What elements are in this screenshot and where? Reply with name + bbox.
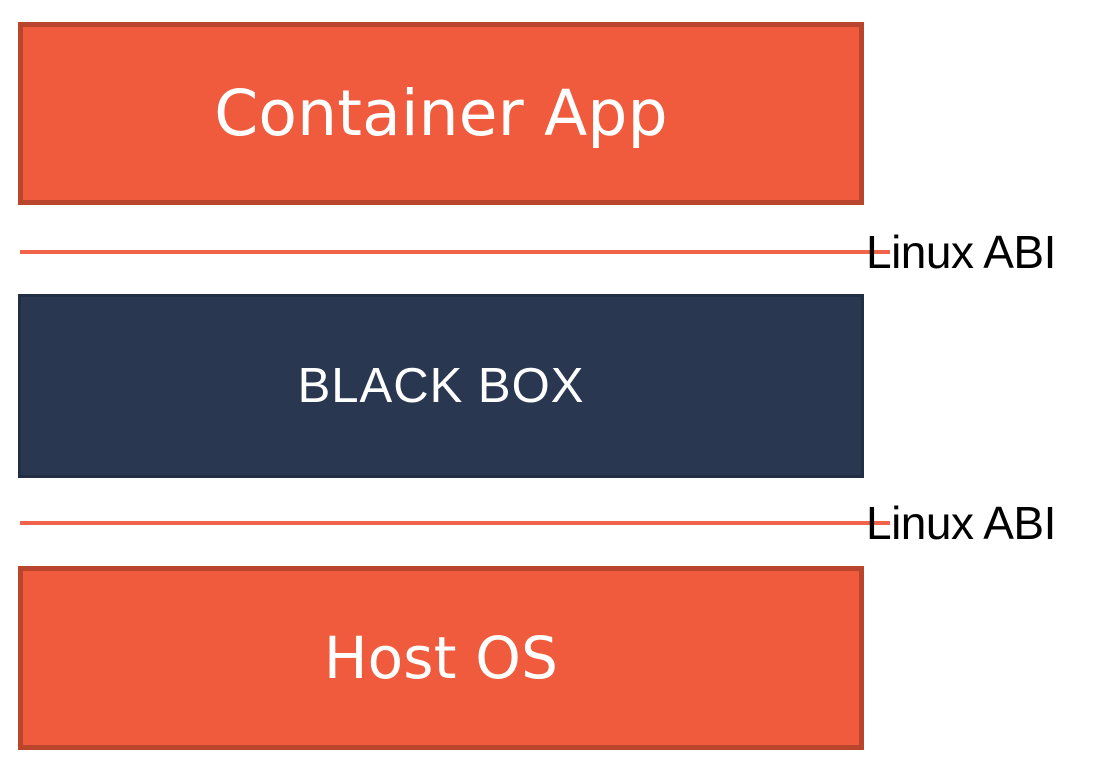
boundary-abi-lower: Linux ABI [0, 493, 1108, 553]
layer-label-host-os: Host OS [323, 624, 559, 692]
layer-box-container-app[interactable]: Container App [18, 22, 864, 205]
layer-box-host-os[interactable]: Host OS [18, 566, 864, 750]
boundary-abi-upper: Linux ABI [0, 222, 1108, 282]
boundary-line-lower [20, 521, 890, 525]
boundary-label-lower: Linux ABI [866, 497, 1056, 549]
layer-label-container-app: Container App [214, 77, 668, 150]
layer-label-black-box: BLACK BOX [297, 358, 585, 413]
boundary-label-upper: Linux ABI [866, 226, 1056, 278]
boundary-line-upper [20, 250, 890, 254]
layer-box-black-box[interactable]: BLACK BOX [18, 294, 864, 478]
